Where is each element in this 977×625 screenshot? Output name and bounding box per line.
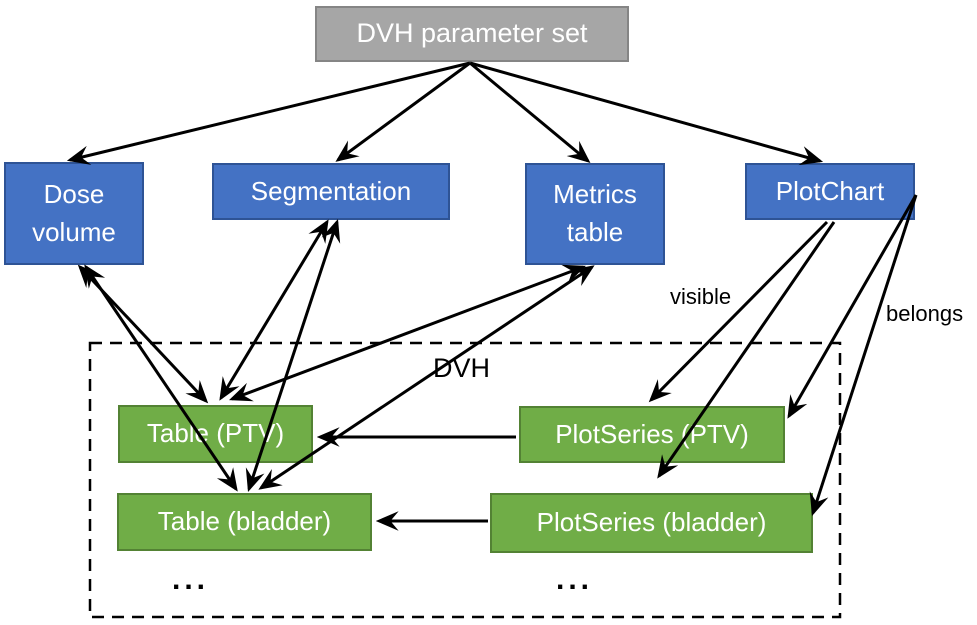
edge-root-to-segmentation bbox=[335, 61, 471, 162]
edge-root-to-plotchart bbox=[469, 61, 824, 166]
edge-metrics-table-table-ptv bbox=[229, 264, 586, 402]
node-plotchart: PlotChart bbox=[745, 163, 915, 220]
node-dvh-parameter-set: DVH parameter set bbox=[315, 6, 629, 62]
node-plotseries-ptv-label: PlotSeries (PTV) bbox=[555, 418, 749, 449]
node-plotseries-bladder-label: PlotSeries (bladder) bbox=[536, 507, 767, 538]
node-metrics-table: Metrics table bbox=[525, 163, 665, 265]
node-metrics-table-label: Metrics table bbox=[553, 179, 637, 247]
node-table-ptv-label: Table (PTV) bbox=[146, 418, 285, 449]
node-dose-volume: Dose volume bbox=[4, 162, 144, 265]
edge-root-to-metrics-table bbox=[469, 61, 591, 164]
node-plotseries-ptv: PlotSeries (PTV) bbox=[519, 406, 785, 463]
edge-root-to-dose-volume bbox=[66, 61, 471, 165]
edge-dose-volume-table-ptv bbox=[77, 264, 209, 404]
node-dose-volume-label: Dose volume bbox=[32, 178, 116, 247]
node-segmentation-label: Segmentation bbox=[250, 175, 412, 206]
edge-label-belongs: belongs bbox=[886, 301, 964, 326]
node-plotchart-label: PlotChart bbox=[775, 175, 885, 206]
edge-label-dvh: DVH bbox=[433, 353, 491, 383]
node-segmentation: Segmentation bbox=[212, 163, 450, 220]
node-table-bladder: Table (bladder) bbox=[117, 493, 372, 551]
node-dvh-parameter-set-label: DVH parameter set bbox=[356, 18, 588, 49]
ellipsis-plotseries: ... bbox=[556, 563, 594, 596]
edge-segmentation-table-ptv bbox=[219, 219, 329, 401]
edge-plotchart-visible-plotseries-ptv bbox=[648, 220, 829, 403]
node-plotseries-bladder: PlotSeries (bladder) bbox=[490, 493, 813, 553]
node-table-bladder-label: Table (bladder) bbox=[157, 506, 332, 537]
edge-label-visible: visible bbox=[670, 284, 732, 309]
node-table-ptv: Table (PTV) bbox=[118, 405, 313, 463]
ellipsis-tables: ... bbox=[172, 563, 210, 596]
edge-plotchart-belongs-plotseries-bladder bbox=[809, 194, 918, 517]
